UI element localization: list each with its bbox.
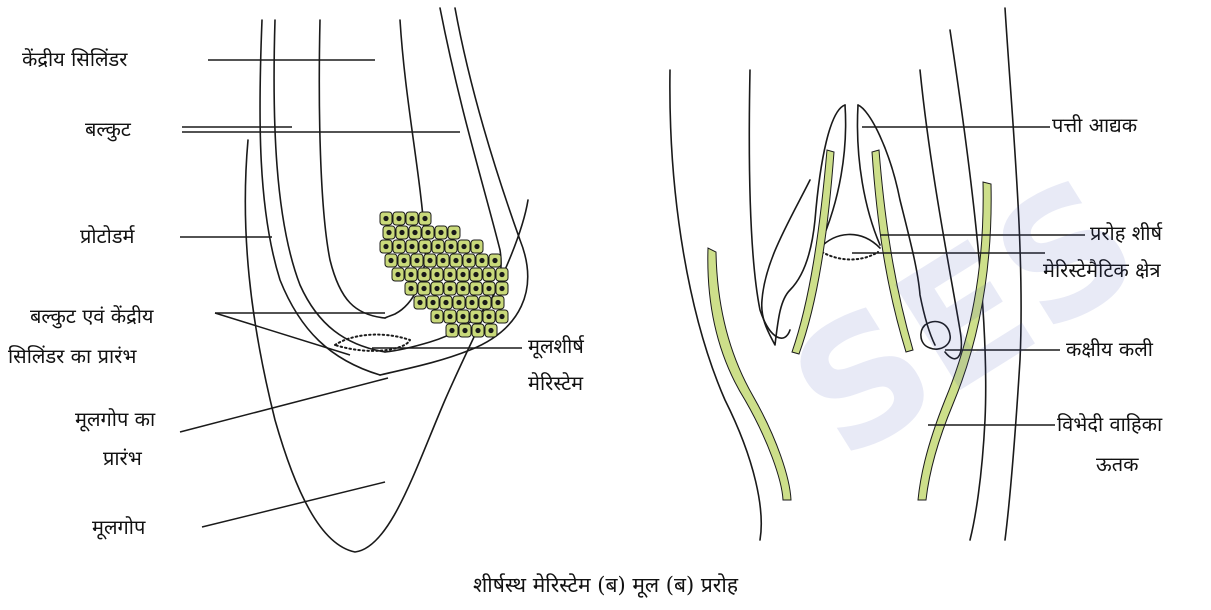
figure-caption: शीर्षस्थ मेरिस्टेम (ब) मूल (ब) प्ररोह	[0, 572, 1211, 598]
cell-nucleus	[451, 230, 456, 235]
cell-nucleus	[473, 286, 478, 291]
shoot-outer-wall-right	[1005, 8, 1021, 540]
cell-nucleus	[447, 314, 452, 319]
cell-nucleus	[495, 300, 500, 305]
cell-nucleus	[396, 244, 401, 249]
cell-nucleus	[430, 300, 435, 305]
cell-nucleus	[421, 286, 426, 291]
cell-nucleus	[486, 286, 491, 291]
cell-nucleus	[447, 286, 452, 291]
leader-root-cap	[202, 482, 385, 527]
cell-nucleus	[409, 216, 414, 221]
label-shoot-apex: प्ररोह शीर्ष	[1090, 221, 1162, 245]
label-axillary-bud: कक्षीय कली	[1066, 337, 1153, 361]
vascular-strand-inner-right	[872, 150, 913, 352]
cell-nucleus	[486, 272, 491, 277]
label-leaf-primordium: पत्ती आद्यक	[1052, 113, 1137, 137]
label-root-cap-start-line1: मूलगोप का	[75, 407, 155, 431]
root-cap-outline	[245, 140, 528, 552]
cell-nucleus	[409, 244, 414, 249]
cell-nucleus	[417, 300, 422, 305]
cell-nucleus	[456, 300, 461, 305]
label-cortex: बल्कुट	[85, 117, 131, 141]
cell-nucleus	[383, 244, 388, 249]
label-root-meristem-line2: मेरिस्टेम	[528, 371, 583, 395]
cell-nucleus	[447, 272, 452, 277]
cell-nucleus	[462, 328, 467, 333]
cell-nucleus	[414, 258, 419, 263]
cell-nucleus	[466, 258, 471, 263]
cell-nucleus	[427, 258, 432, 263]
leader-cortex-start-b	[215, 313, 350, 355]
leader-root-cap-start	[180, 378, 388, 432]
cell-nucleus	[479, 258, 484, 263]
cell-nucleus	[460, 314, 465, 319]
cell-nucleus	[469, 300, 474, 305]
cell-nucleus	[383, 216, 388, 221]
cell-nucleus	[434, 314, 439, 319]
label-root-cap-start-line2: प्रारंभ	[103, 446, 142, 470]
label-vascular-tissue-line1: विभेदी वाहिका	[1057, 412, 1162, 436]
label-central-cylinder: केंद्रीय सिलिंडर	[22, 47, 127, 71]
cell-nucleus	[408, 286, 413, 291]
shoot-diagram	[670, 8, 1021, 540]
label-vascular-tissue-line2: ऊतक	[1096, 452, 1138, 476]
shoot-apex-dome	[820, 234, 880, 248]
cell-nucleus	[412, 230, 417, 235]
cell-nucleus	[474, 244, 479, 249]
shoot-inner-wall-right	[920, 70, 961, 359]
cell-nucleus	[499, 286, 504, 291]
label-meristematic-zone: मेरिस्टेमैटिक क्षेत्र	[1043, 258, 1161, 282]
cell-nucleus	[499, 272, 504, 277]
cell-nucleus	[492, 258, 497, 263]
label-cortex-start-line1: बल्कुट एवं केंद्रीय	[30, 304, 154, 328]
cell-nucleus	[435, 244, 440, 249]
leaf-primordium-left	[762, 105, 845, 345]
cell-nucleus	[453, 258, 458, 263]
cell-nucleus	[388, 258, 393, 263]
cell-nucleus	[425, 230, 430, 235]
label-root-cap: मूलगोप	[92, 515, 145, 539]
cell-nucleus	[449, 328, 454, 333]
label-root-meristem-line1: मूलशीर्ष	[528, 334, 584, 358]
cell-nucleus	[488, 328, 493, 333]
cell-nucleus	[421, 272, 426, 277]
cell-nucleus	[422, 216, 427, 221]
cell-nucleus	[473, 272, 478, 277]
cell-nucleus	[475, 328, 480, 333]
cell-nucleus	[499, 314, 504, 319]
cell-nucleus	[401, 258, 406, 263]
cell-nucleus	[408, 272, 413, 277]
cell-nucleus	[396, 216, 401, 221]
cell-nucleus	[473, 314, 478, 319]
cell-nucleus	[460, 286, 465, 291]
meristem-cell-cluster	[380, 212, 508, 337]
cell-nucleus	[434, 272, 439, 277]
label-cortex-start-line2: सिलिंडर का प्रारंभ	[8, 344, 136, 368]
cell-nucleus	[482, 300, 487, 305]
cell-nucleus	[395, 272, 400, 277]
cell-nucleus	[422, 244, 427, 249]
cell-nucleus	[460, 272, 465, 277]
cell-nucleus	[434, 286, 439, 291]
vascular-strand-outer-right	[918, 182, 991, 500]
cell-nucleus	[443, 300, 448, 305]
cell-nucleus	[399, 230, 404, 235]
vascular-strand-outer-left	[708, 248, 791, 500]
cell-nucleus	[440, 258, 445, 263]
cell-nucleus	[448, 244, 453, 249]
cell-nucleus	[461, 244, 466, 249]
root-cortex-wall-left	[319, 20, 385, 318]
vascular-strand-inner-left	[792, 150, 834, 354]
cell-nucleus	[386, 230, 391, 235]
cell-nucleus	[438, 230, 443, 235]
label-protoderm: प्रोटोडर्म	[80, 224, 134, 248]
cell-nucleus	[486, 314, 491, 319]
